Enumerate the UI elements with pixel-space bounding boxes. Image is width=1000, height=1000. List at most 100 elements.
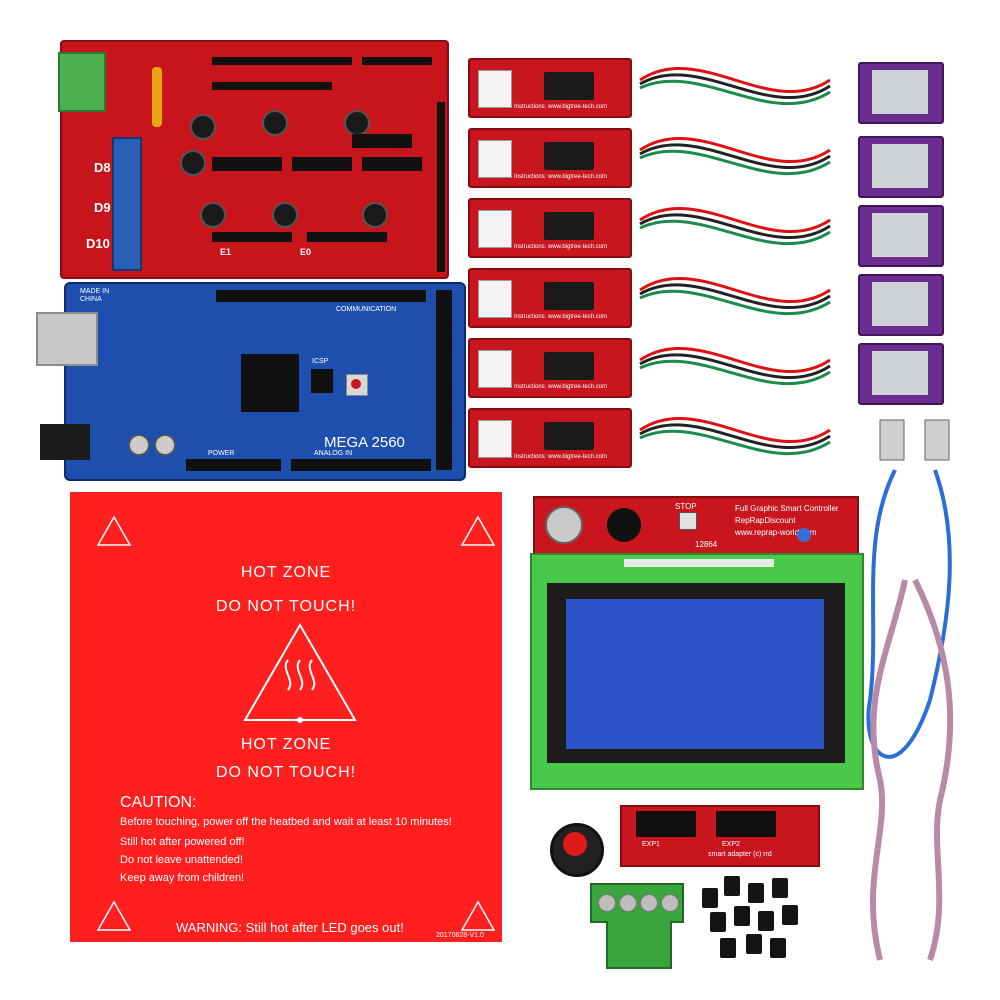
endstop-board: Instructions: www.bigtree-tech.com [468,408,632,468]
microswitch [544,352,594,380]
lcd-controller-pcb: STOP Full Graphic Smart Controller RepRa… [533,496,859,556]
terminal-base [606,921,672,969]
microswitch [544,212,594,240]
caution-line: Keep away from children! [120,872,245,884]
contrast-pot [797,528,811,542]
capacitor [344,110,370,136]
stop-label: STOP [675,502,697,511]
capacitor [180,150,206,176]
lcd-screen [566,599,824,749]
jumper [746,934,762,954]
endstop-text: Instructions: www.bigtree-tech.com [514,314,608,320]
stepper-driver [858,205,944,267]
mosfet-terminal [112,137,142,271]
lcd-title: Full Graphic Smart Controller [735,504,839,513]
hot-zone-label: HOT ZONE [240,564,332,581]
do-not-touch-label: DO NOT TOUCH! [215,598,357,615]
usb-a-plug [879,419,905,461]
label-d9: D9 [94,200,111,215]
screw [640,894,658,912]
microcontroller-chip [241,354,299,412]
version-label: 20170628-V1.0 [436,932,484,939]
endstop-text: Instructions: www.bigtree-tech.com [514,384,608,390]
pin-header [362,157,422,171]
endstop-connector [478,70,512,108]
endstop-connector [478,280,512,318]
capacitor [200,202,226,228]
pin-header [212,57,352,65]
heatsink [872,70,928,114]
pin-header [292,157,352,171]
digital-header-top [216,290,426,302]
jumper [770,938,786,958]
endstop-board: Instructions: www.bigtree-tech.com [468,58,632,118]
jumper [748,883,764,903]
endstop-text: Instructions: www.bigtree-tech.com [514,174,608,180]
heatsink [872,351,928,395]
exp2-header [716,811,776,837]
heatsink [872,144,928,188]
icsp-label: ICSP [312,358,329,365]
caution-line: Before touching, power off the heatbed a… [120,816,452,828]
icsp-header [311,369,333,393]
pin-header [307,232,387,242]
usb-b-port [36,312,98,366]
caution-line: Still hot after powered off! [120,836,245,848]
microswitch [544,142,594,170]
lcd-url: www.reprap-world.com [735,528,817,537]
caution-title: CAUTION: [120,794,197,811]
heatsink [872,213,928,257]
endstop-cable [639,417,831,455]
stepper-driver [858,136,944,198]
capacitor [190,114,216,140]
fuse [152,67,162,127]
pin-header [212,82,332,90]
center-led [297,717,303,723]
capacitor [262,110,288,136]
ramps-board: D8 D9 D10 E1 E0 [58,40,449,279]
power-label: POWER [208,450,235,457]
endstop-board: Instructions: www.bigtree-tech.com [468,338,632,398]
encoder-knob-shaft [545,506,583,544]
analog-header [291,459,431,471]
exp2-label: EXP2 [722,841,740,848]
endstop-cable [639,277,831,315]
endstop-board: Instructions: www.bigtree-tech.com [468,128,632,188]
usb-cable [866,469,952,759]
silk-e0: E0 [300,247,312,257]
capacitor [154,434,176,456]
power-terminal [58,52,106,112]
screw-terminal [590,883,684,969]
reset-button-cap [351,379,361,389]
jumper [724,876,740,896]
do-not-touch-label: DO NOT TOUCH! [215,764,357,781]
lcd-pin-strip [624,559,774,567]
digital-header-side [436,290,452,470]
adapter-label: smart adapter (c) rrd [708,851,772,858]
endstop-text: Instructions: www.bigtree-tech.com [514,454,608,460]
screw [598,894,616,912]
endstop-cable [639,347,831,385]
lcd-brand: RepRapDiscount [735,516,796,525]
endstop-cable [639,207,831,245]
ribbon-cable [870,578,954,961]
jumper [702,888,718,908]
pin-header [352,134,412,148]
buzzer [607,508,641,542]
arduino-mega-board: MEGA 2560 MADE IN CHINA ICSP POWER ANALO… [36,282,466,481]
exp1-label: EXP1 [642,841,660,848]
analog-label: ANALOG IN [314,450,353,457]
pin-header [437,102,445,272]
lcd-model: 12864 [695,540,718,549]
jumper [720,938,736,958]
jumper [782,905,798,925]
knob-cap [563,832,587,856]
endstop-connector [478,420,512,458]
hot-zone-label: HOT ZONE [240,736,332,753]
stop-button[interactable] [679,512,697,530]
jumper [758,911,774,931]
pin-header [212,157,282,171]
mega-brand-label: MEGA 2560 [324,434,405,451]
dc-jack [40,424,90,460]
